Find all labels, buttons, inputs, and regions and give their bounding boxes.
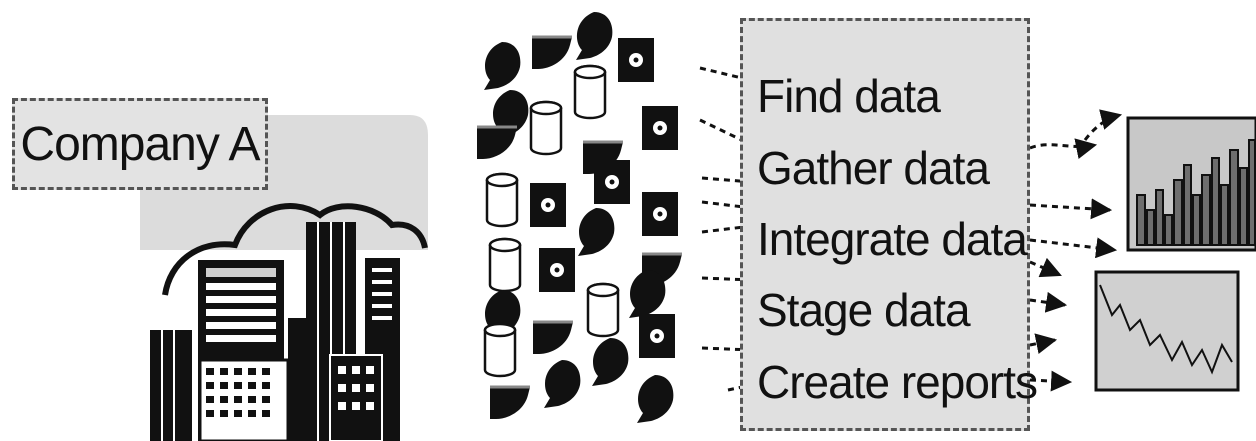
process-steps-box: Find data Gather data Integrate data Sta… xyxy=(740,18,1038,431)
circle-icon xyxy=(544,360,581,408)
cup-icon xyxy=(531,320,575,356)
circle-icon xyxy=(484,42,521,90)
disk-icon xyxy=(530,183,566,227)
circle-icon xyxy=(629,270,666,318)
database-icon xyxy=(573,64,607,120)
database-icon xyxy=(488,237,522,293)
circle-icon xyxy=(637,375,674,423)
database-icon xyxy=(529,100,563,156)
disk-icon xyxy=(594,160,630,204)
line-chart-icon xyxy=(1094,270,1240,392)
cloud-icon xyxy=(162,203,428,296)
cup-icon xyxy=(488,385,532,421)
database-icon xyxy=(586,282,620,338)
company-label: Company A xyxy=(12,98,268,190)
circle-icon xyxy=(576,12,613,60)
cup-icon xyxy=(475,125,519,161)
disk-icon xyxy=(618,38,654,82)
step-integrate-data: Integrate data xyxy=(757,213,1028,265)
disk-icon xyxy=(539,248,575,292)
database-icon xyxy=(485,172,519,228)
circle-icon xyxy=(592,338,629,386)
database-icon xyxy=(483,322,517,378)
company-name: Company A xyxy=(20,117,260,171)
disk-icon xyxy=(642,192,678,236)
circle-icon xyxy=(578,208,615,256)
step-stage-data: Stage data xyxy=(757,284,971,336)
building-icon xyxy=(150,203,428,441)
data-sources xyxy=(475,12,684,423)
step-find-data: Find data xyxy=(757,70,941,122)
bar-chart-icon xyxy=(1126,116,1256,252)
step-create-reports: Create reports xyxy=(757,356,1038,408)
cup-icon xyxy=(530,35,574,71)
step-gather-data: Gather data xyxy=(757,142,990,194)
disk-icon xyxy=(639,314,675,358)
disk-icon xyxy=(642,106,678,150)
output-arrows xyxy=(1029,109,1123,392)
